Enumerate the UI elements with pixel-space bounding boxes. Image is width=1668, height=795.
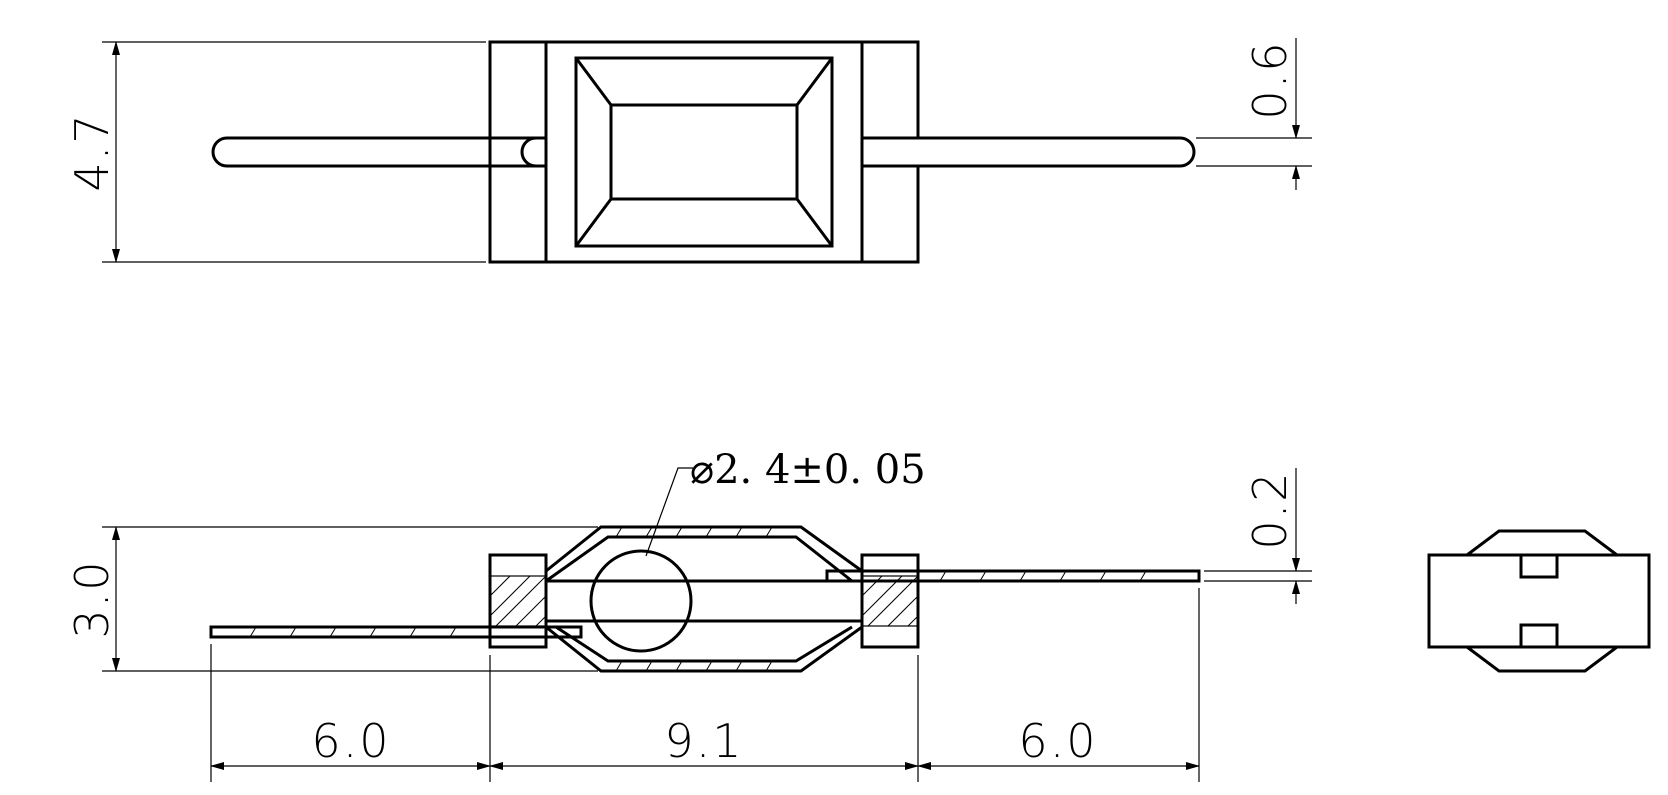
- diameter-callout-label: ⌀2. 4±0. 05: [690, 447, 926, 493]
- side-envelope-hatching: [249, 526, 1147, 672]
- side-left-lead: [209, 625, 583, 639]
- side-right-lead: [825, 569, 1201, 583]
- end-bottom-notch: [1519, 623, 1559, 647]
- dim-lead-width-label: 0.6: [1243, 40, 1297, 119]
- end-top-notch: [1519, 555, 1559, 579]
- dim-side-height: 3.0: [65, 526, 598, 672]
- end-envelope: [1466, 529, 1618, 673]
- side-right-end-cap: [860, 553, 920, 649]
- dim-side-height-label: 3.0: [65, 559, 119, 638]
- top-bezel-inner: [609, 103, 799, 201]
- side-envelope-inner: [545, 535, 853, 663]
- dim-lead-width: 0.6: [1196, 38, 1312, 190]
- top-bezel-outer: [574, 56, 834, 248]
- end-view: [1427, 529, 1651, 673]
- top-left-lead: [211, 136, 490, 168]
- dim-lead-thickness: 0.2: [1204, 468, 1312, 604]
- top-body: [544, 40, 864, 264]
- top-right-end-cap: [860, 40, 920, 264]
- end-body: [1427, 553, 1651, 649]
- dim-lead-thickness-label: 0.2: [1243, 470, 1297, 549]
- side-ball: [589, 549, 693, 653]
- dim-body-length-label: 9.1: [664, 714, 743, 768]
- dim-bottom: 6.0 9.1 6.0: [210, 588, 1200, 782]
- side-view: ⌀2. 4±0. 05 3.0 0.2 6.0 9.1: [65, 447, 1312, 782]
- diameter-callout: ⌀2. 4±0. 05: [645, 447, 926, 557]
- side-envelope-outer: [545, 525, 863, 673]
- side-left-end-cap: [488, 553, 548, 649]
- dim-top-height: 4.7: [65, 41, 486, 263]
- top-view: 4.7 0.6: [65, 38, 1312, 264]
- dim-left-lead-label: 6.0: [311, 714, 390, 768]
- top-left-end-cap: [488, 40, 548, 264]
- top-right-lead: [918, 136, 1196, 168]
- side-end-cap-hatching: [489, 575, 919, 627]
- dim-top-height-label: 4.7: [65, 112, 119, 191]
- dim-right-lead-label: 6.0: [1018, 714, 1097, 768]
